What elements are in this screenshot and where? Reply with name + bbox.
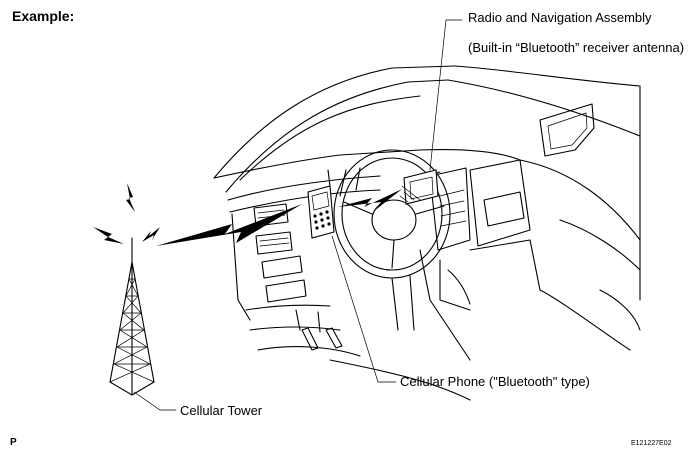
page-marker: P	[10, 437, 17, 448]
bluetooth-signal-bolt	[338, 189, 402, 211]
cellular-tower-label: Cellular Tower	[180, 403, 263, 418]
cellular-phone	[307, 169, 335, 239]
cellular-phone-label: Cellular Phone ("Bluetooth" type)	[400, 374, 590, 389]
tower-signal-bolt	[156, 204, 302, 246]
figure-heading: Example:	[12, 8, 75, 24]
cellular-tower	[93, 183, 160, 396]
leader-lines	[133, 19, 463, 411]
radio-navigation-label: Radio and Navigation Assembly	[468, 10, 652, 25]
antenna-label: (Built-in “Bluetooth” receiver antenna)	[468, 40, 685, 55]
radio-navigation-screen	[403, 169, 439, 205]
figure-code: E121227E02	[631, 440, 672, 447]
vehicle-interior	[213, 65, 641, 401]
